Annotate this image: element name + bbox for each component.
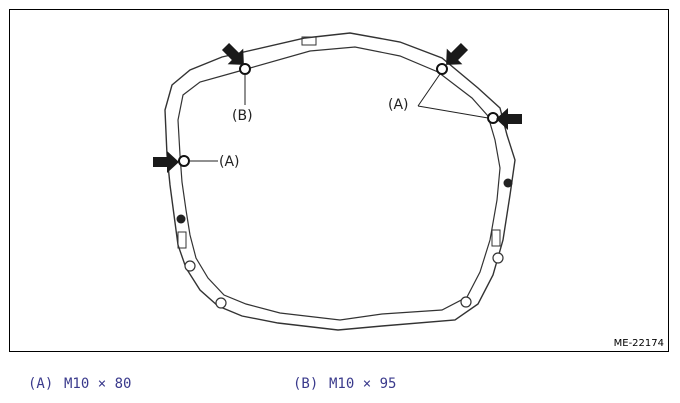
legend-item-a: (A) M10 × 80 [28, 376, 131, 392]
bolt-hole-a-top [436, 63, 448, 75]
figure-id: ME-22174 [613, 338, 664, 349]
arrow-icon [221, 42, 244, 65]
callout-b: (B) [232, 108, 253, 124]
diagram-frame: (B) (A) (A) ME-22174 [9, 9, 669, 352]
gasket-tab-right [491, 229, 501, 247]
legend-code: (B) [293, 376, 319, 392]
gasket-tab-top [301, 36, 317, 46]
legend-text: M10 × 95 [329, 376, 397, 392]
gasket-diagram: (B) (A) (A) [153, 32, 522, 331]
arrow-icon [153, 151, 179, 173]
legend-text: M10 × 80 [64, 376, 132, 392]
bolt-hole [460, 296, 472, 308]
bolt-hole-a-left [178, 155, 190, 167]
legend-code: (A) [28, 376, 54, 392]
gasket-tab-left [177, 231, 187, 249]
gasket-outer-outline [164, 32, 516, 331]
bolt-hole-a-right [487, 112, 499, 124]
arrow-icon [496, 108, 522, 130]
bolt-hole [215, 297, 227, 309]
arrow-icon [446, 42, 469, 65]
bolt-hole-b [239, 63, 251, 75]
legend-item-b: (B) M10 × 95 [293, 376, 396, 392]
leader-line-a-right [417, 105, 489, 119]
bolt-hole [492, 252, 504, 264]
dowel-dot [503, 178, 513, 188]
callout-a-right: (A) [388, 97, 409, 113]
bolt-hole [184, 260, 196, 272]
gasket-inner-outline [177, 46, 501, 321]
callout-a-left: (A) [219, 154, 240, 170]
dowel-dot [176, 214, 186, 224]
leader-line-a-top [417, 73, 441, 107]
